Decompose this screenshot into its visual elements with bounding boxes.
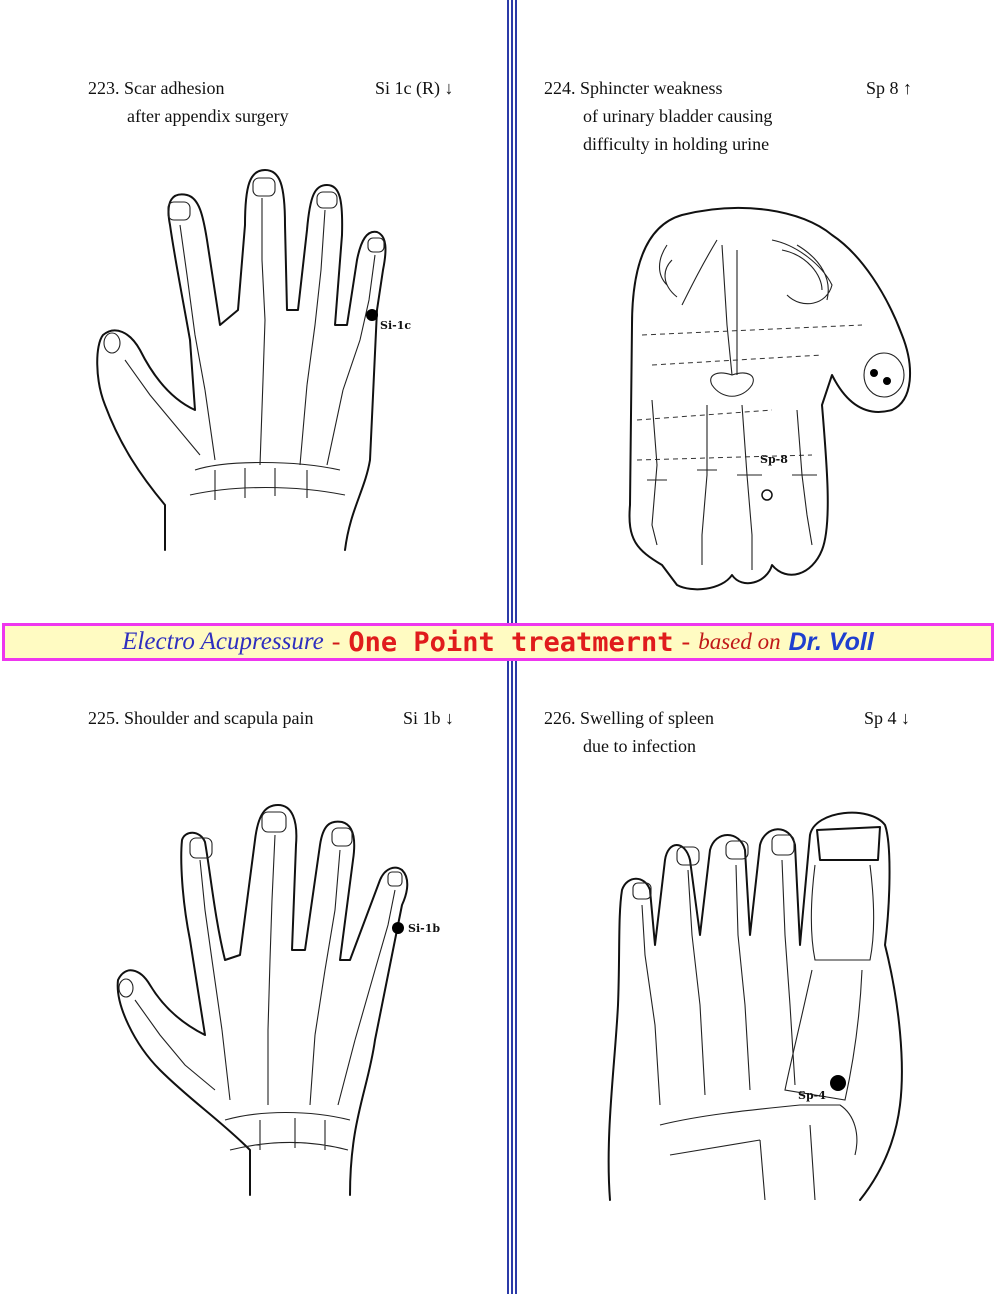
case-223-title: 223. Scar adhesion xyxy=(88,78,225,98)
case-226-subtitle: due to infection xyxy=(583,736,696,756)
case-225-point-code: Si 1b ↓ xyxy=(403,708,455,728)
foot-diagram-226: Sp-4 xyxy=(607,811,903,1201)
case-225-title: 225. Shoulder and scapula pain xyxy=(88,708,314,728)
case-223-caption: 223. Scar adhesion after appendix surger… xyxy=(88,74,289,130)
hand-diagram-225: Si-1b xyxy=(116,804,440,1196)
case-223-point-code: Si 1c (R) ↓ xyxy=(375,78,454,98)
point-label-sp-4: Sp-4 xyxy=(798,1089,826,1102)
point-label-sp-8: Sp-8 xyxy=(760,453,788,466)
case-224-point-code: Sp 8 ↑ xyxy=(866,78,913,98)
case-226-title: 226. Swelling of spleen xyxy=(544,708,714,728)
banner-electro-acupressure: Electro Acupressure xyxy=(122,628,324,655)
case-224-title: 224. Sphincter weakness xyxy=(544,78,723,98)
banner-separator-2: - xyxy=(681,627,691,656)
case-224-caption: 224. Sphincter weakness of urinary bladd… xyxy=(544,74,772,158)
banner-based-on: based on xyxy=(698,629,781,654)
banner-separator-1: - xyxy=(331,627,341,656)
title-banner: Electro Acupressure - One Point treatmer… xyxy=(2,623,994,661)
case-224-line-2: of urinary bladder causing xyxy=(583,106,773,126)
banner-one-point-treatment: One Point treatmernt xyxy=(348,626,674,658)
hand-skeleton-map-224: Sp-8 xyxy=(628,206,911,591)
hand-diagram-223: Si-1c xyxy=(96,169,411,551)
case-226-point-code: Sp 4 ↓ xyxy=(864,708,911,728)
point-label-si-1b: Si-1b xyxy=(408,922,440,935)
case-225-caption: 225. Shoulder and scapula pain xyxy=(88,704,313,732)
banner-dr-voll: Dr. Voll xyxy=(788,627,874,656)
case-223-subtitle: after appendix surgery xyxy=(127,106,289,126)
case-226-caption: 226. Swelling of spleen due to infection xyxy=(544,704,714,760)
case-224-line-3: difficulty in holding urine xyxy=(583,134,770,154)
point-label-si-1c: Si-1c xyxy=(380,319,411,332)
